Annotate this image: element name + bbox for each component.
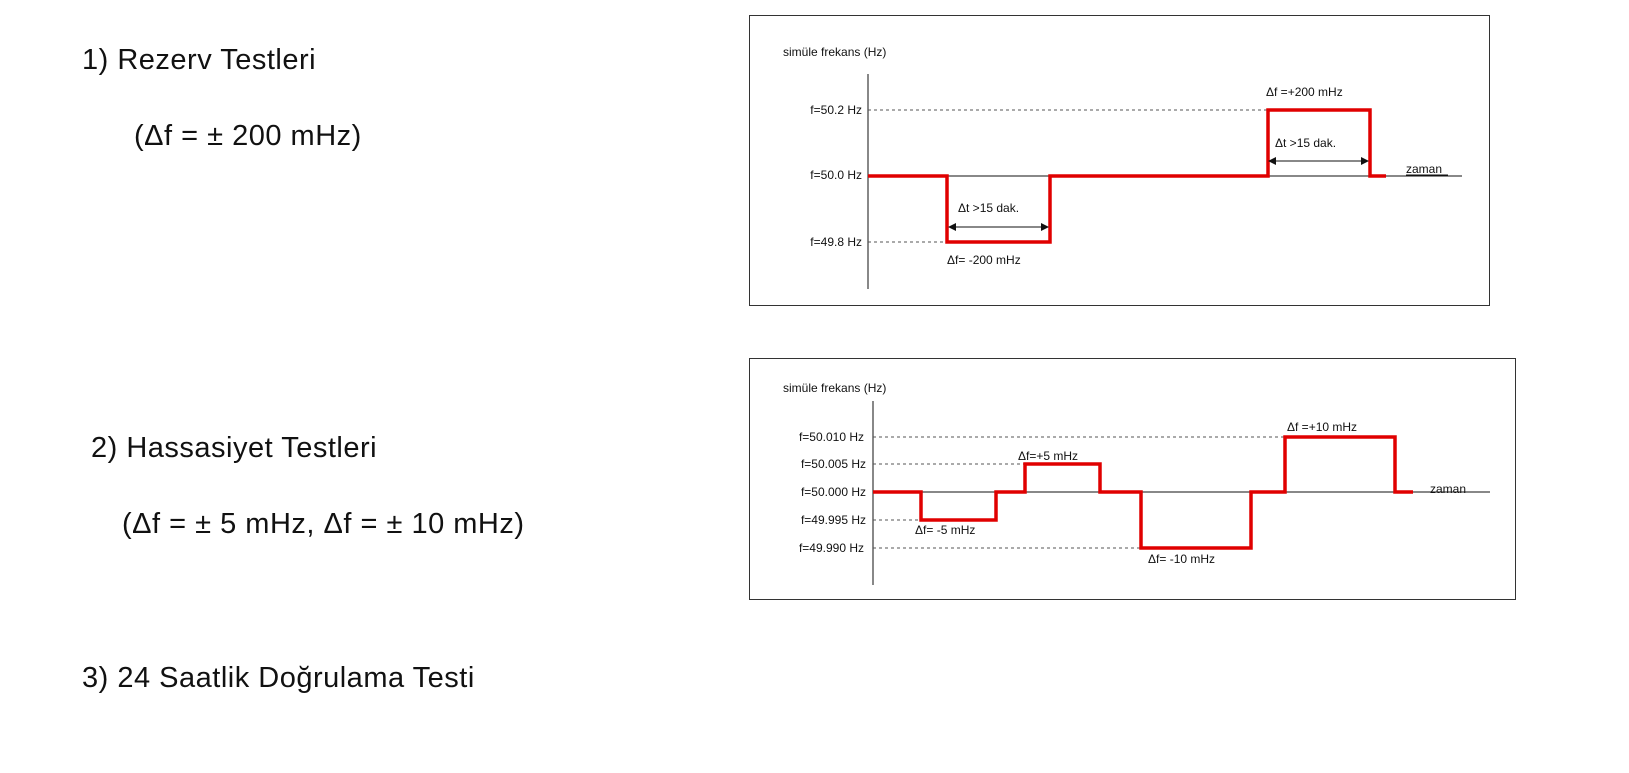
section-1-subtitle: (Δf = ± 200 mHz) [134, 120, 362, 152]
reserve-test-svg: simüle frekans (Hz) zaman f=50.2 Hz f=50… [783, 45, 1462, 289]
step-label-minus5: Δf= -5 mHz [915, 523, 975, 537]
section-1-title: 1) Rezerv Testleri [82, 44, 317, 76]
section-2-subtitle: (Δf = ± 5 mHz, Δf = ± 10 mHz) [122, 508, 525, 540]
y-axis-label: simüle frekans (Hz) [783, 381, 886, 395]
y-axis-label: simüle frekans (Hz) [783, 45, 886, 59]
duration-label-up: Δt >15 dak. [1275, 136, 1336, 150]
level-label-50-2: f=50.2 Hz [810, 103, 862, 117]
reserve-test-diagram: simüle frekans (Hz) zaman f=50.2 Hz f=50… [749, 15, 1490, 306]
frequency-signal [873, 435, 1413, 550]
step-label-minus10: Δf= -10 mHz [1148, 552, 1215, 566]
level-label-50-000: f=50.000 Hz [801, 485, 866, 499]
x-axis-label: zaman [1406, 162, 1442, 176]
level-label-49-995: f=49.995 Hz [801, 513, 866, 527]
step-label-plus10: Δf =+10 mHz [1287, 420, 1357, 434]
step-label-down: Δf= -200 mHz [947, 253, 1021, 267]
sensitivity-test-diagram: simüle frekans (Hz) zaman f=50.010 Hz f=… [749, 358, 1516, 600]
level-label-50-010: f=50.010 Hz [799, 430, 864, 444]
level-label-49-990: f=49.990 Hz [799, 541, 864, 555]
step-label-plus5: Δf=+5 mHz [1018, 449, 1078, 463]
level-label-49-8: f=49.8 Hz [810, 235, 862, 249]
section-3-title: 3) 24 Saatlik Doğrulama Testi [82, 662, 475, 694]
frequency-signal [868, 108, 1386, 244]
x-axis-label: zaman [1430, 482, 1466, 496]
level-label-50-005: f=50.005 Hz [801, 457, 866, 471]
step-label-up: Δf =+200 mHz [1266, 85, 1343, 99]
sensitivity-test-svg: simüle frekans (Hz) zaman f=50.010 Hz f=… [783, 381, 1490, 585]
duration-label-down: Δt >15 dak. [958, 201, 1019, 215]
section-2-title: 2) Hassasiyet Testleri [91, 432, 378, 464]
level-label-50-0: f=50.0 Hz [810, 168, 862, 182]
